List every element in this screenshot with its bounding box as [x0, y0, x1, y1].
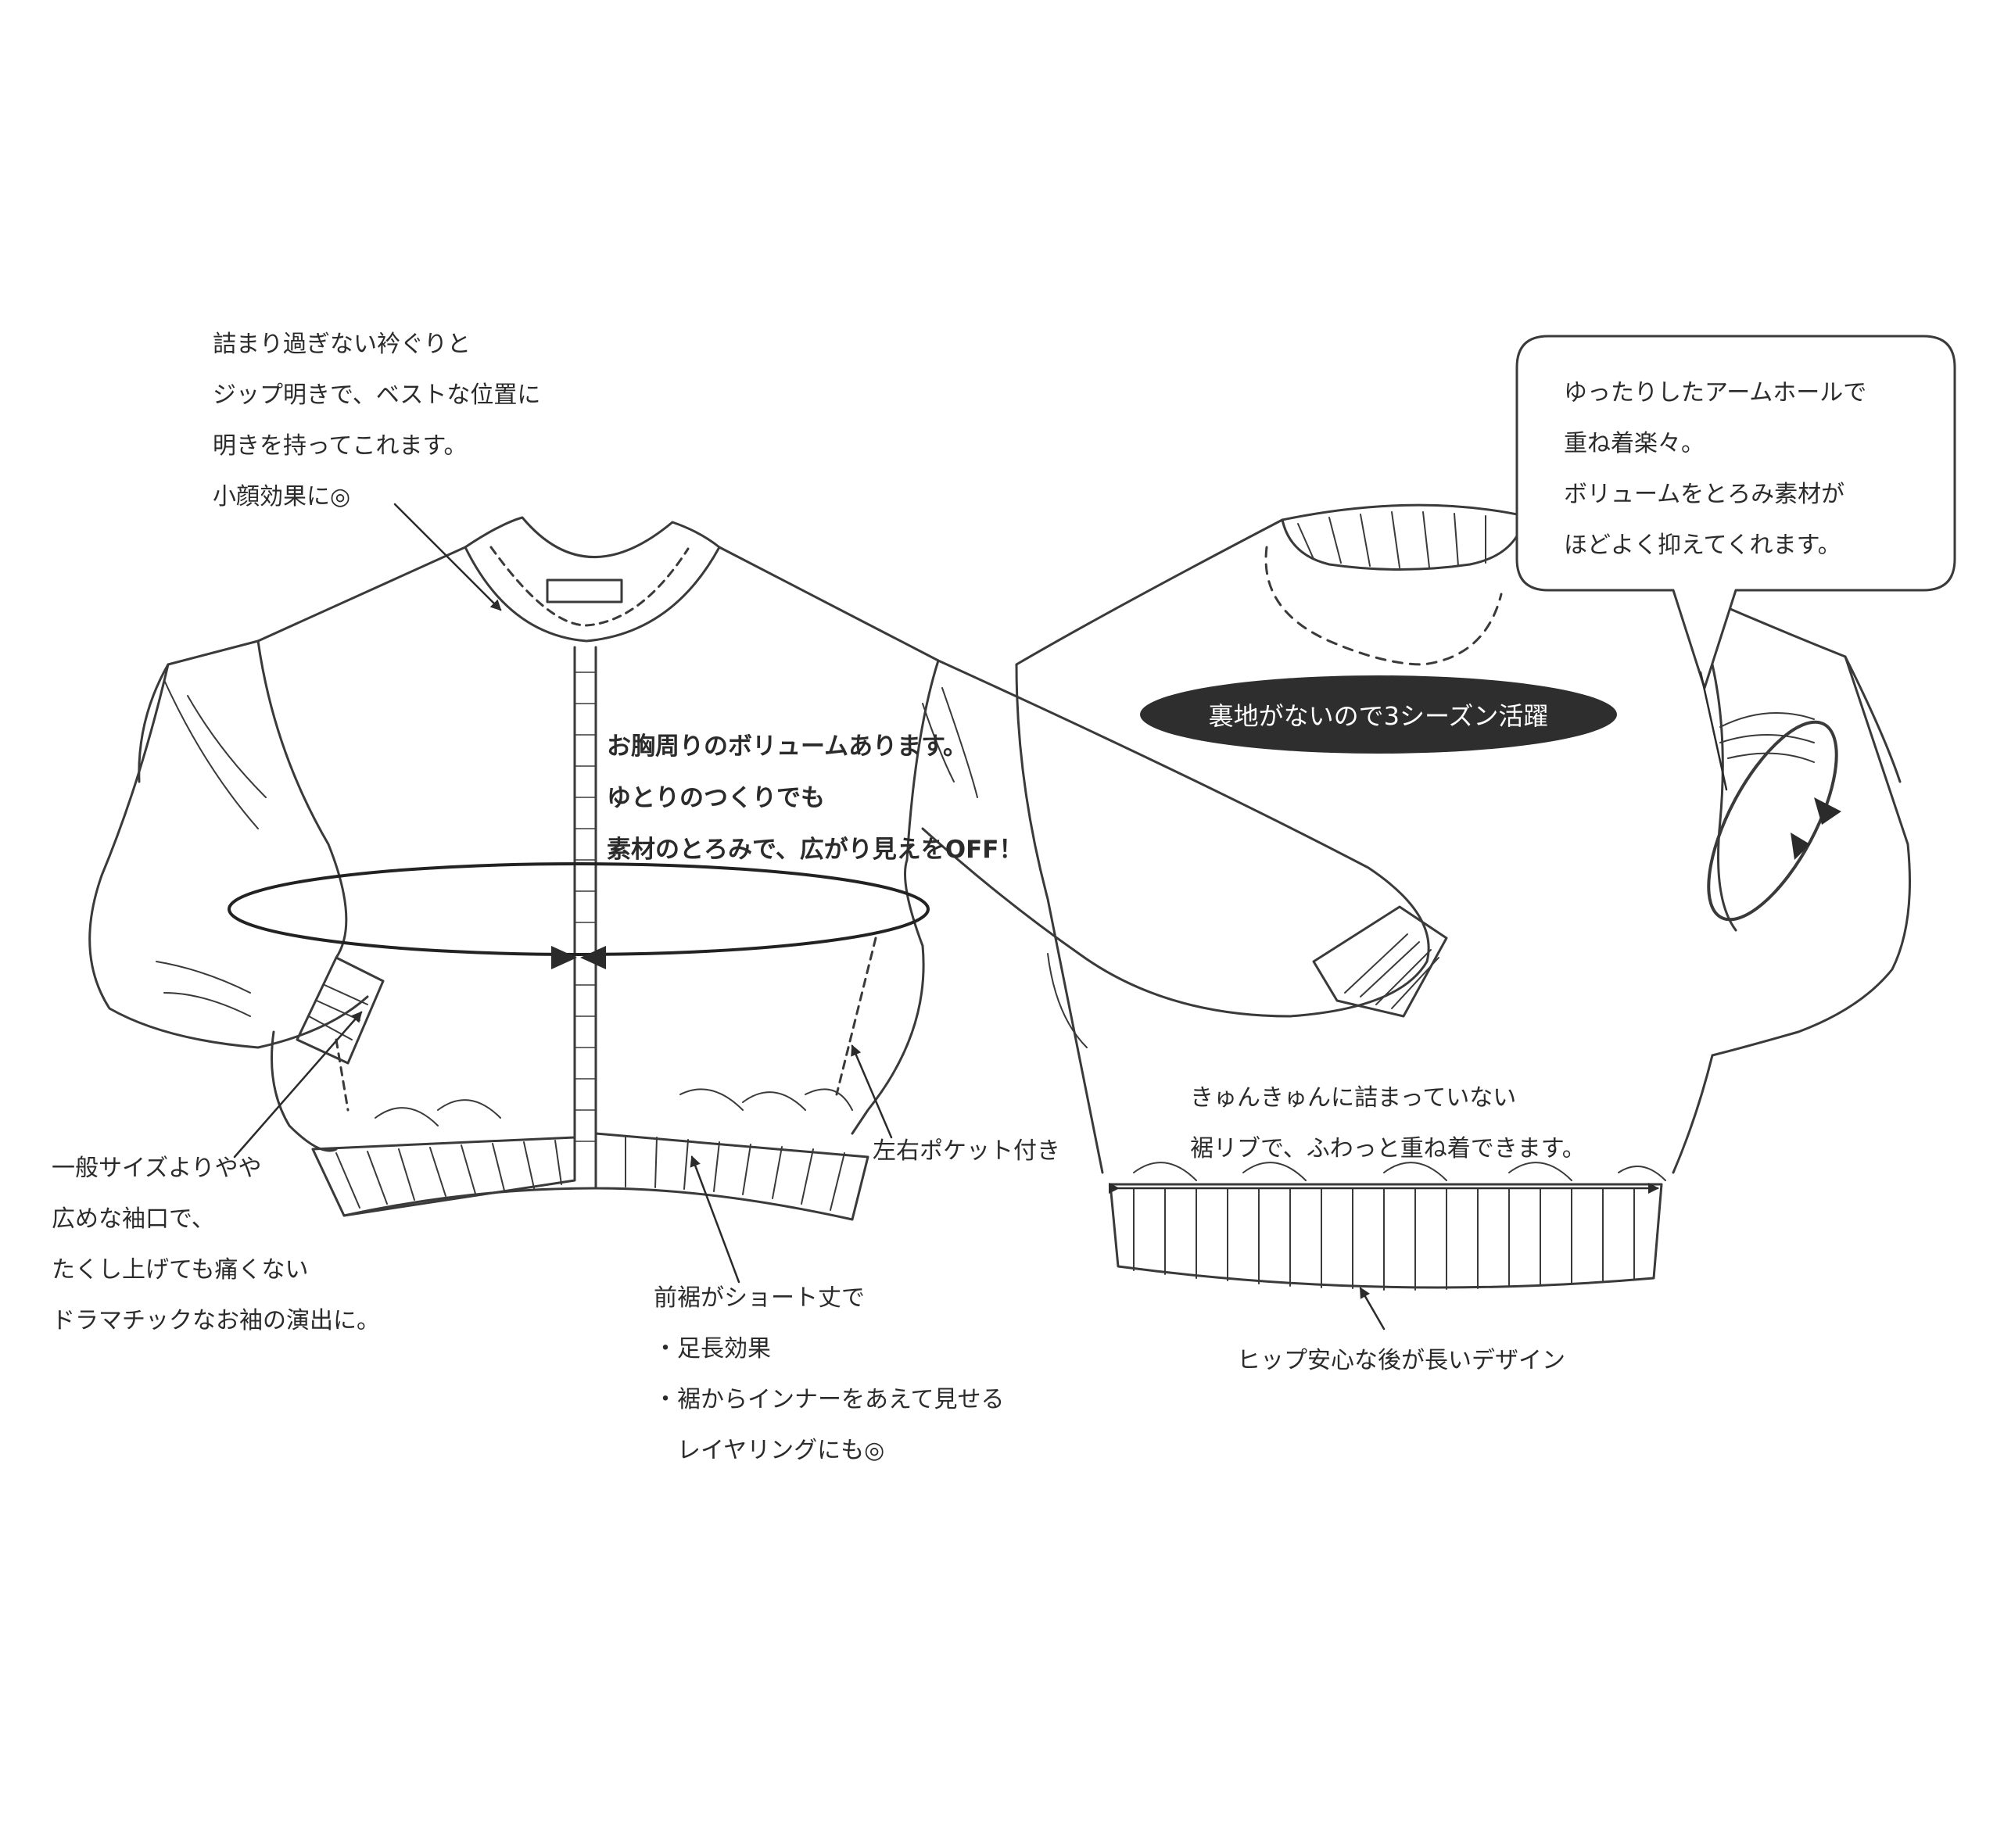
front-hem-rib [311, 1136, 576, 1217]
back-hem-arrow [1359, 1287, 1386, 1330]
pocket-note: 左右ポケット付き [873, 1126, 1060, 1176]
chest-note-line: 素材のとろみで、広がり見えをOFF！ [607, 836, 1024, 864]
front-hem-note: 前裾がショート丈で ・足長効果 ・裾からインナーをあえて見せる レイヤリングにも… [654, 1273, 1005, 1476]
armhole-note-line: ほどよく抑えてくれます。 [1564, 532, 1841, 559]
armhole-marker-upper [1814, 797, 1841, 825]
sleeve-arrow [233, 1011, 363, 1159]
armhole-marker-lower [1791, 833, 1810, 860]
front-neck-label [546, 578, 623, 603]
collar-note-line: ジップ明きで、ベストな位置に [213, 381, 541, 409]
front-right-cuff [1312, 905, 1448, 1018]
back-collar-rib [1281, 503, 1526, 571]
back-rib-note: きゅんきゅんに詰まっていない 裾リブで、ふわっと重ね着できます。 [1190, 1073, 1586, 1174]
back-rib-note-line: きゅんきゅんに詰まっていない [1190, 1084, 1517, 1112]
armhole-note-line: 重ね着楽々。 [1564, 430, 1705, 457]
armhole-speech-bubble [1515, 335, 1956, 689]
chest-note-line: ゆとりのつくりでも [607, 784, 825, 812]
front-zipper [573, 646, 597, 1174]
back-hem-note: ヒップ安心な後が長いデザイン [1237, 1335, 1565, 1386]
back-rib-note-line: 裾リブで、ふわっと重ね着できます。 [1190, 1135, 1586, 1162]
front-left-pocket [335, 1038, 350, 1112]
front-right-pocket [835, 937, 877, 1096]
chest-bowtie-marker [551, 946, 606, 969]
collar-note: 詰まり過ぎない衿ぐりと ジップ明きで、ベストな位置に 明きを持ってこれます。 小… [213, 319, 540, 522]
front-collar-rib [464, 516, 721, 643]
front-hem-note-line: ・足長効果 [654, 1335, 771, 1363]
armhole-arrow [1699, 671, 1728, 791]
sleeve-note-line: 一般サイズよりやや [52, 1155, 262, 1182]
front-left-cuff [296, 956, 385, 1065]
front-jacket-drawing [88, 516, 1448, 1221]
front-hem-arrow [690, 1155, 740, 1284]
sleeve-note: 一般サイズよりやや 広めな袖口で、 たくし上げても痛くない ドラマチックなお袖の… [52, 1143, 380, 1346]
sleeve-note-line: 広めな袖口で、 [52, 1205, 215, 1233]
armhole-note-line: ボリュームをとろみ素材が [1564, 481, 1845, 508]
chest-note: お胸周りのボリュームあります。 ゆとりのつくりでも 素材のとろみで、広がり見えを… [607, 721, 1023, 876]
three-season-badge: 裏地がないので3シーズン活躍 [1140, 675, 1617, 754]
chest-note-line: お胸周りのボリュームあります。 [607, 732, 967, 761]
chest-volume-ellipse [228, 862, 930, 956]
three-season-badge-text: 裏地がないので3シーズン活躍 [1208, 701, 1549, 731]
armhole-note-line: ゆったりしたアームホールで [1564, 379, 1867, 406]
collar-note-line: 小顔効果に◎ [213, 483, 351, 510]
collar-arrow [393, 503, 502, 611]
back-hem-note-line: ヒップ安心な後が長いデザイン [1237, 1347, 1565, 1374]
sleeve-note-line: たくし上げても痛くない [52, 1256, 309, 1284]
collar-note-line: 詰まり過ぎない衿ぐりと [213, 331, 471, 358]
sleeve-note-line: ドラマチックなお袖の演出に。 [52, 1307, 380, 1334]
pocket-arrow [851, 1044, 893, 1139]
collar-note-line: 明きを持ってこれます。 [213, 432, 468, 460]
leader-arrows [233, 503, 1728, 1330]
back-armhole-ellipse [1707, 720, 1838, 922]
front-hem-note-line: ・裾からインナーをあえて見せる [654, 1386, 1005, 1413]
armhole-note: ゆったりしたアームホールで 重ね着楽々。 ボリュームをとろみ素材が ほどよく抑え… [1564, 367, 1866, 571]
back-hem-rib [1109, 1183, 1663, 1289]
front-hem-note-line: 前裾がショート丈で [654, 1284, 865, 1312]
pocket-note-line: 左右ポケット付き [873, 1137, 1060, 1165]
front-hem-note-line: レイヤリングにも◎ [654, 1437, 885, 1464]
